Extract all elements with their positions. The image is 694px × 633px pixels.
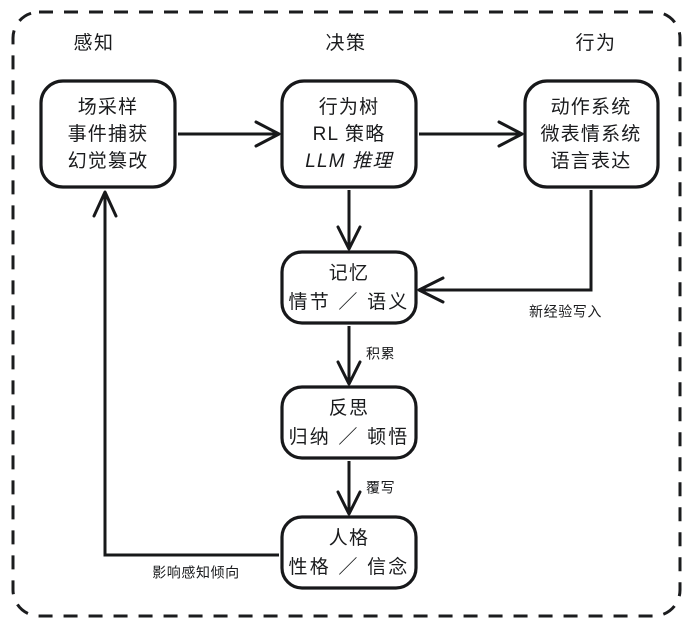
edge-personality-to-perception: 影响感知倾向	[92, 190, 279, 581]
column-header-perception: 感知	[73, 32, 114, 54]
node-decision-line-1: 行为树	[319, 96, 380, 118]
edge-perception-to-decision	[178, 120, 281, 148]
edge-label-influence-perception: 影响感知倾向	[152, 565, 240, 581]
node-reflection[interactable]	[280, 385, 418, 460]
dashed-frame	[11, 10, 682, 618]
edge-decision-to-behavior	[419, 120, 524, 148]
node-decision[interactable]	[280, 79, 418, 189]
edge-reflection-to-personality: 覆写	[336, 461, 395, 516]
node-behavior-line-2: 微表情系统	[540, 123, 641, 145]
node-reflection-line-1: 反思	[329, 397, 369, 419]
edge-label-accumulate: 积累	[366, 346, 395, 362]
edge-memory-to-reflection: 积累	[336, 326, 395, 386]
node-decision-line-2: RL 策略	[313, 123, 386, 145]
node-personality-line-1: 人格	[329, 527, 369, 549]
node-perception-line-2: 事件捕获	[68, 123, 149, 145]
node-reflection-line-2: 归纳 ／ 顿悟	[289, 426, 410, 448]
node-perception-line-1: 场采样	[78, 96, 139, 118]
node-personality-line-2: 性格 ／ 信念	[289, 555, 410, 578]
node-personality[interactable]	[280, 515, 418, 590]
node-perception-line-3: 幻觉篡改	[68, 150, 149, 172]
edge-decision-to-memory	[336, 190, 362, 251]
node-behavior-line-3: 语言表达	[551, 150, 632, 172]
node-perception[interactable]	[39, 79, 177, 189]
node-decision-line-3: LLM 推理	[305, 151, 394, 172]
edge-label-overwrite: 覆写	[366, 480, 395, 496]
node-behavior[interactable]	[523, 79, 660, 189]
node-memory-line-2: 情节 ／ 语义	[289, 291, 410, 313]
edge-label-new-experience: 新经验写入	[529, 304, 602, 320]
edge-behavior-to-memory: 新经验写入	[417, 190, 602, 320]
column-header-decision: 决策	[325, 32, 366, 54]
node-memory-line-1: 记忆	[329, 262, 369, 284]
node-behavior-line-1: 动作系统	[551, 96, 632, 118]
column-header-behavior: 行为	[575, 32, 616, 54]
node-memory[interactable]	[280, 250, 418, 325]
